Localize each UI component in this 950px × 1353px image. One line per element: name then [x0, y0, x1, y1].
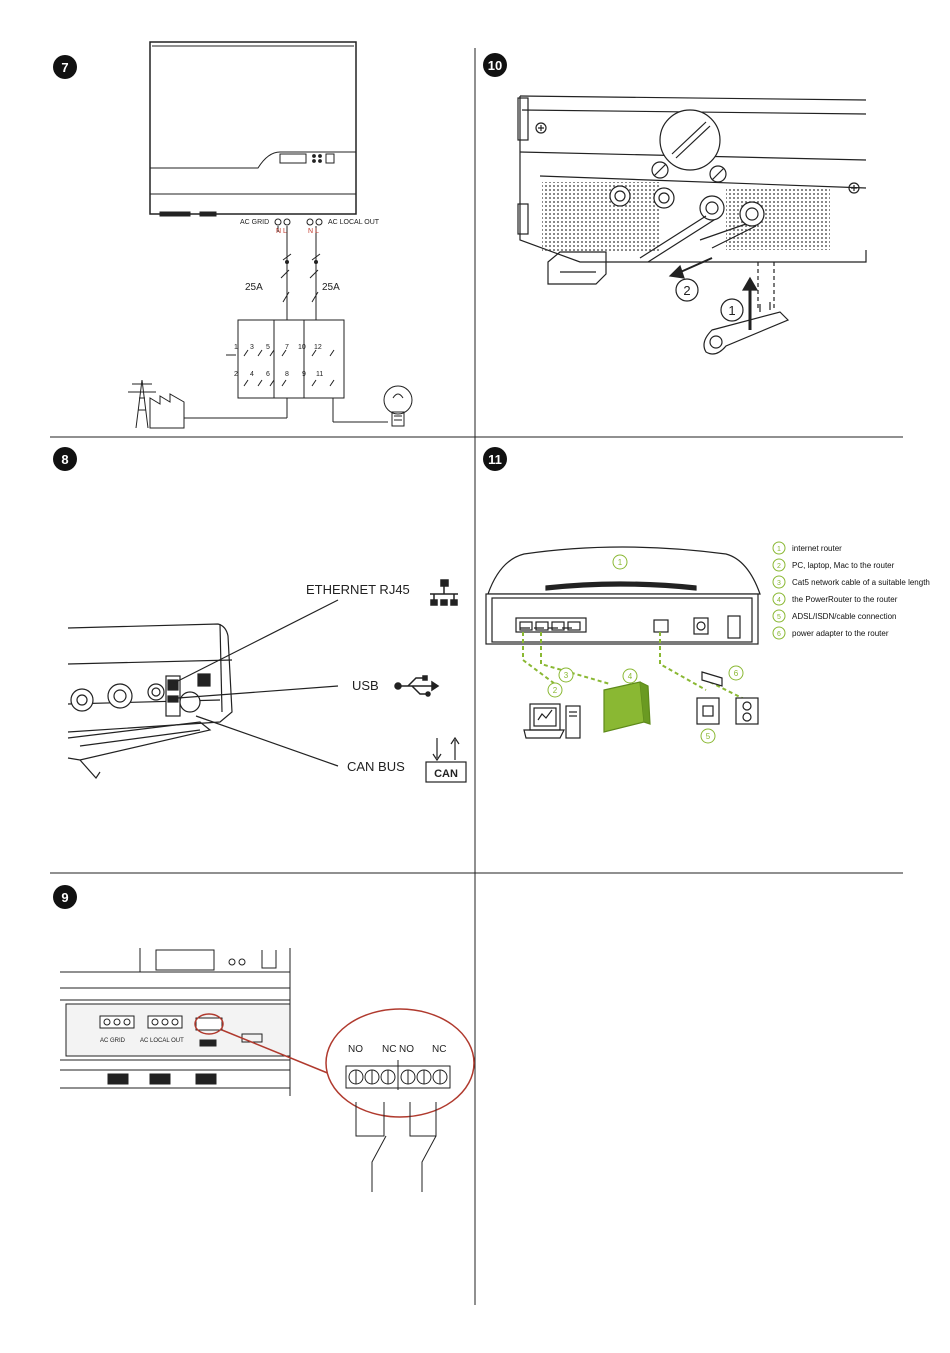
- step-9-badge: 9: [53, 885, 77, 909]
- network-callout-circles: [547, 554, 744, 744]
- vent-grille-left: [542, 182, 660, 252]
- legend-text: power adapter to the router: [792, 629, 889, 638]
- terminal-label: 9: [302, 371, 306, 378]
- contactor-block: [237, 319, 345, 399]
- no-2-label: NO: [399, 1044, 414, 1055]
- legend-text: PC, laptop, Mac to the router: [792, 561, 895, 570]
- terminal-label: 12: [314, 344, 322, 351]
- legend-number: 5: [777, 614, 781, 621]
- power-grid-pylon-icon: [128, 379, 185, 429]
- can-box-label: CAN: [434, 768, 458, 780]
- step-11-badge: 11: [483, 447, 507, 471]
- network-legend: 1 2 3 4 5 6 internet router PC, laptop, …: [772, 541, 930, 640]
- light-bulb-icon: [383, 385, 413, 427]
- step-10-badge: 10: [483, 53, 507, 77]
- mc4-removal-tool-icon: [703, 302, 790, 355]
- terminal-label: 11: [316, 371, 323, 378]
- comm-ports-illustration: [67, 599, 339, 779]
- step-8-badge: 8: [53, 447, 77, 471]
- usb-icon: [394, 675, 440, 697]
- relay-contacts-illustration: [60, 948, 475, 1192]
- arrow-1-label: 1: [728, 303, 735, 318]
- terminal-label: 4: [250, 371, 254, 378]
- breaker-right-label: 25A: [322, 282, 340, 293]
- callout-number: 3: [564, 671, 569, 680]
- legend-number: 4: [777, 597, 781, 604]
- relay-zoom-circle: [325, 1008, 475, 1118]
- terminal-numbers-bottom: 2 4 6 8 9 11: [234, 371, 323, 378]
- power-adapter-icon: [701, 671, 723, 687]
- legend-text: the PowerRouter to the router: [792, 595, 898, 604]
- terminal-numbers-top: 1 3 5 7 10 12: [234, 344, 322, 351]
- network-cables: [522, 632, 747, 701]
- terminal-label: 5: [266, 344, 270, 351]
- terminal-label: 6: [266, 371, 270, 378]
- terminal-label: 7: [285, 344, 289, 351]
- router-callout: 1: [618, 558, 623, 567]
- powerrouter-device-icon: [603, 681, 651, 733]
- adsl-socket-icon: [696, 697, 720, 725]
- callout-number: 5: [706, 732, 711, 741]
- mc4-arrow-labels: 1 2: [683, 283, 735, 318]
- ac-wiring-labels: AC GRID AC LOCAL OUT N L N L: [240, 219, 380, 235]
- terminal-label: 1: [234, 344, 238, 351]
- terminal-label: 10: [298, 344, 306, 351]
- mc4-disconnect-illustration: [517, 95, 867, 355]
- legend-number: 2: [777, 563, 781, 570]
- can-icon: [425, 736, 467, 783]
- can-bus-label: CAN BUS: [347, 759, 405, 774]
- legend-text: ADSL/ISDN/cable connection: [792, 612, 897, 621]
- nc-2-label: NC: [432, 1044, 446, 1055]
- legend-text: internet router: [792, 544, 842, 553]
- network-callout-numbers: 1 2 3 4 5 6: [553, 558, 739, 741]
- callout-number: 4: [628, 672, 633, 681]
- network-setup-illustration: [485, 546, 761, 645]
- step-7-badge: 7: [53, 55, 77, 79]
- legend-text: Cat5 network cable of a suitable length: [792, 578, 930, 587]
- relay-terminal-highlight: [195, 1017, 223, 1031]
- dc-switch-knob: [659, 109, 721, 171]
- callout-number: 2: [553, 686, 558, 695]
- terminal-label: 3: [250, 344, 254, 351]
- breaker-ratings: 25A 25A: [245, 282, 340, 293]
- port-labels: ETHERNET RJ45 USB CAN BUS: [306, 582, 410, 774]
- ac-local-out-label: AC LOCAL OUT: [328, 219, 380, 226]
- power-outlet-icon: [735, 697, 759, 725]
- relay-contact-labels: NO NC NO NC: [348, 1044, 446, 1055]
- arrow-2-label: 2: [683, 283, 690, 298]
- nl-right-label: N L: [308, 228, 319, 235]
- breaker-left-label: 25A: [245, 282, 263, 293]
- no-1-label: NO: [348, 1044, 363, 1055]
- legend-number: 1: [777, 546, 781, 553]
- panel-dividers: [50, 48, 903, 1305]
- ethernet-label: ETHERNET RJ45: [306, 582, 410, 597]
- desktop-tower-icon: [565, 705, 581, 739]
- ethernet-icon: [430, 579, 458, 606]
- inverter-unit: [149, 41, 357, 215]
- relay-board-labels: AC GRID AC LOCAL OUT: [100, 1038, 184, 1044]
- terminal-label: 2: [234, 371, 238, 378]
- laptop-icon: [523, 703, 565, 739]
- network-devices: [523, 671, 759, 739]
- legend-number: 3: [777, 580, 781, 587]
- router-back-panel: [485, 593, 759, 645]
- nl-left-label: N L: [276, 228, 287, 235]
- legend-number: 6: [777, 631, 781, 638]
- nc-1-label: NC: [382, 1044, 396, 1055]
- callout-number: 6: [734, 669, 739, 678]
- ac-grid-label: AC GRID: [240, 219, 269, 226]
- usb-label: USB: [352, 678, 379, 693]
- relay-ac-grid-label: AC GRID: [100, 1038, 126, 1044]
- relay-ac-local-out-label: AC LOCAL OUT: [140, 1038, 184, 1044]
- ac-wiring-diagram: [128, 41, 413, 429]
- inverter-display: [279, 153, 307, 164]
- terminal-label: 8: [285, 371, 289, 378]
